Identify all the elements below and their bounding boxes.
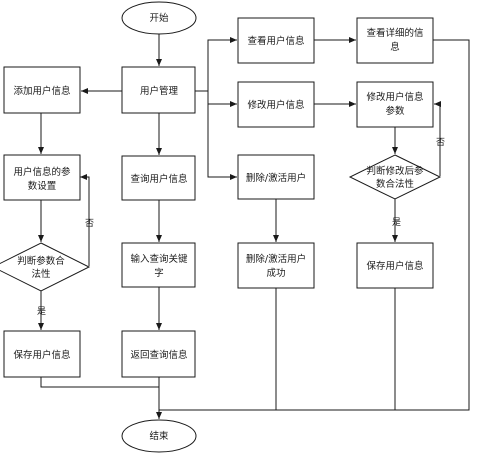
set-params-label-line1: 用户信息的参 <box>13 166 71 178</box>
delete-activate-node: 删除/激活用户 <box>237 154 315 200</box>
return-query-label: 返回查询信息 <box>130 349 187 361</box>
view-user-label: 查看用户信息 <box>247 35 304 47</box>
modify-user-label: 修改用户信息 <box>247 99 304 111</box>
check-params-label-line1: 判断参数合 <box>17 255 65 267</box>
input-keyword-label-line1: 输入查询关键 <box>130 253 188 265</box>
save-add-node: 保存用户信息 <box>3 330 81 378</box>
check-params-label-line2: 法性 <box>31 268 51 280</box>
view-detail-node: 查看详细的信 息 <box>356 17 434 64</box>
set-params-label-line2: 数设置 <box>28 180 57 192</box>
edge-detail-to-merge <box>159 39 470 411</box>
user-management-node: 用户管理 <box>121 66 196 114</box>
view-detail-label-line1: 查看详细的信 <box>366 27 423 39</box>
modify-params-node: 修改用户信息 参数 <box>356 81 434 128</box>
start-node: 开始 <box>121 1 197 35</box>
save-add-label: 保存用户信息 <box>13 349 70 361</box>
save-modify-node: 保存用户信息 <box>356 242 434 289</box>
delete-activate-label: 删除/激活用户 <box>246 172 306 184</box>
check-params-decision: 判断参数合 法性 <box>0 242 91 292</box>
edge-label-no-add: 否 <box>85 218 94 229</box>
view-detail-label-line2: 息 <box>390 41 400 53</box>
edge-label-no-modify: 否 <box>436 137 445 148</box>
edge-check-modify-to-params-no <box>434 101 441 176</box>
modify-params-label-line1: 修改用户信息 <box>366 91 423 103</box>
return-query-node: 返回查询信息 <box>121 330 196 378</box>
edge-check-to-set-params-no <box>80 174 90 266</box>
query-user-node: 查询用户信息 <box>121 155 196 201</box>
edge-save-add-to-merge <box>40 377 159 388</box>
end-node: 结束 <box>121 419 197 453</box>
delete-success-node: 删除/激活用户 成功 <box>237 242 315 289</box>
delete-success-label-line1: 删除/激活用户 <box>246 253 306 265</box>
check-modify-label-line1: 判断修改后参 <box>366 165 424 177</box>
edge-labels: 否 是 否 是 <box>37 137 445 317</box>
edge-label-yes-add: 是 <box>37 306 46 317</box>
input-keyword-label-line2: 字 <box>154 267 164 279</box>
edge-branch-to-delete <box>207 91 237 180</box>
user-management-label: 用户管理 <box>140 85 179 97</box>
delete-success-label-line2: 成功 <box>266 267 285 279</box>
add-user-label: 添加用户信息 <box>13 85 70 97</box>
end-label: 结束 <box>149 430 169 442</box>
save-modify-label: 保存用户信息 <box>366 260 423 272</box>
input-keyword-node: 输入查询关键 字 <box>121 242 196 288</box>
add-user-node: 添加用户信息 <box>3 66 81 114</box>
check-modify-label-line2: 数合法性 <box>376 178 415 190</box>
modify-params-label-line2: 参数 <box>385 105 405 117</box>
modify-user-node: 修改用户信息 <box>237 81 315 128</box>
start-label: 开始 <box>149 12 169 24</box>
edge-label-yes-modify: 是 <box>392 217 401 228</box>
set-params-node: 用户信息的参 数设置 <box>3 154 81 201</box>
query-user-label: 查询用户信息 <box>130 173 187 185</box>
view-user-node: 查看用户信息 <box>237 17 315 64</box>
edge-user-mgmt-to-branches <box>195 37 237 92</box>
edges <box>38 34 470 419</box>
check-modify-decision: 判断修改后参 数合法性 <box>348 154 442 200</box>
